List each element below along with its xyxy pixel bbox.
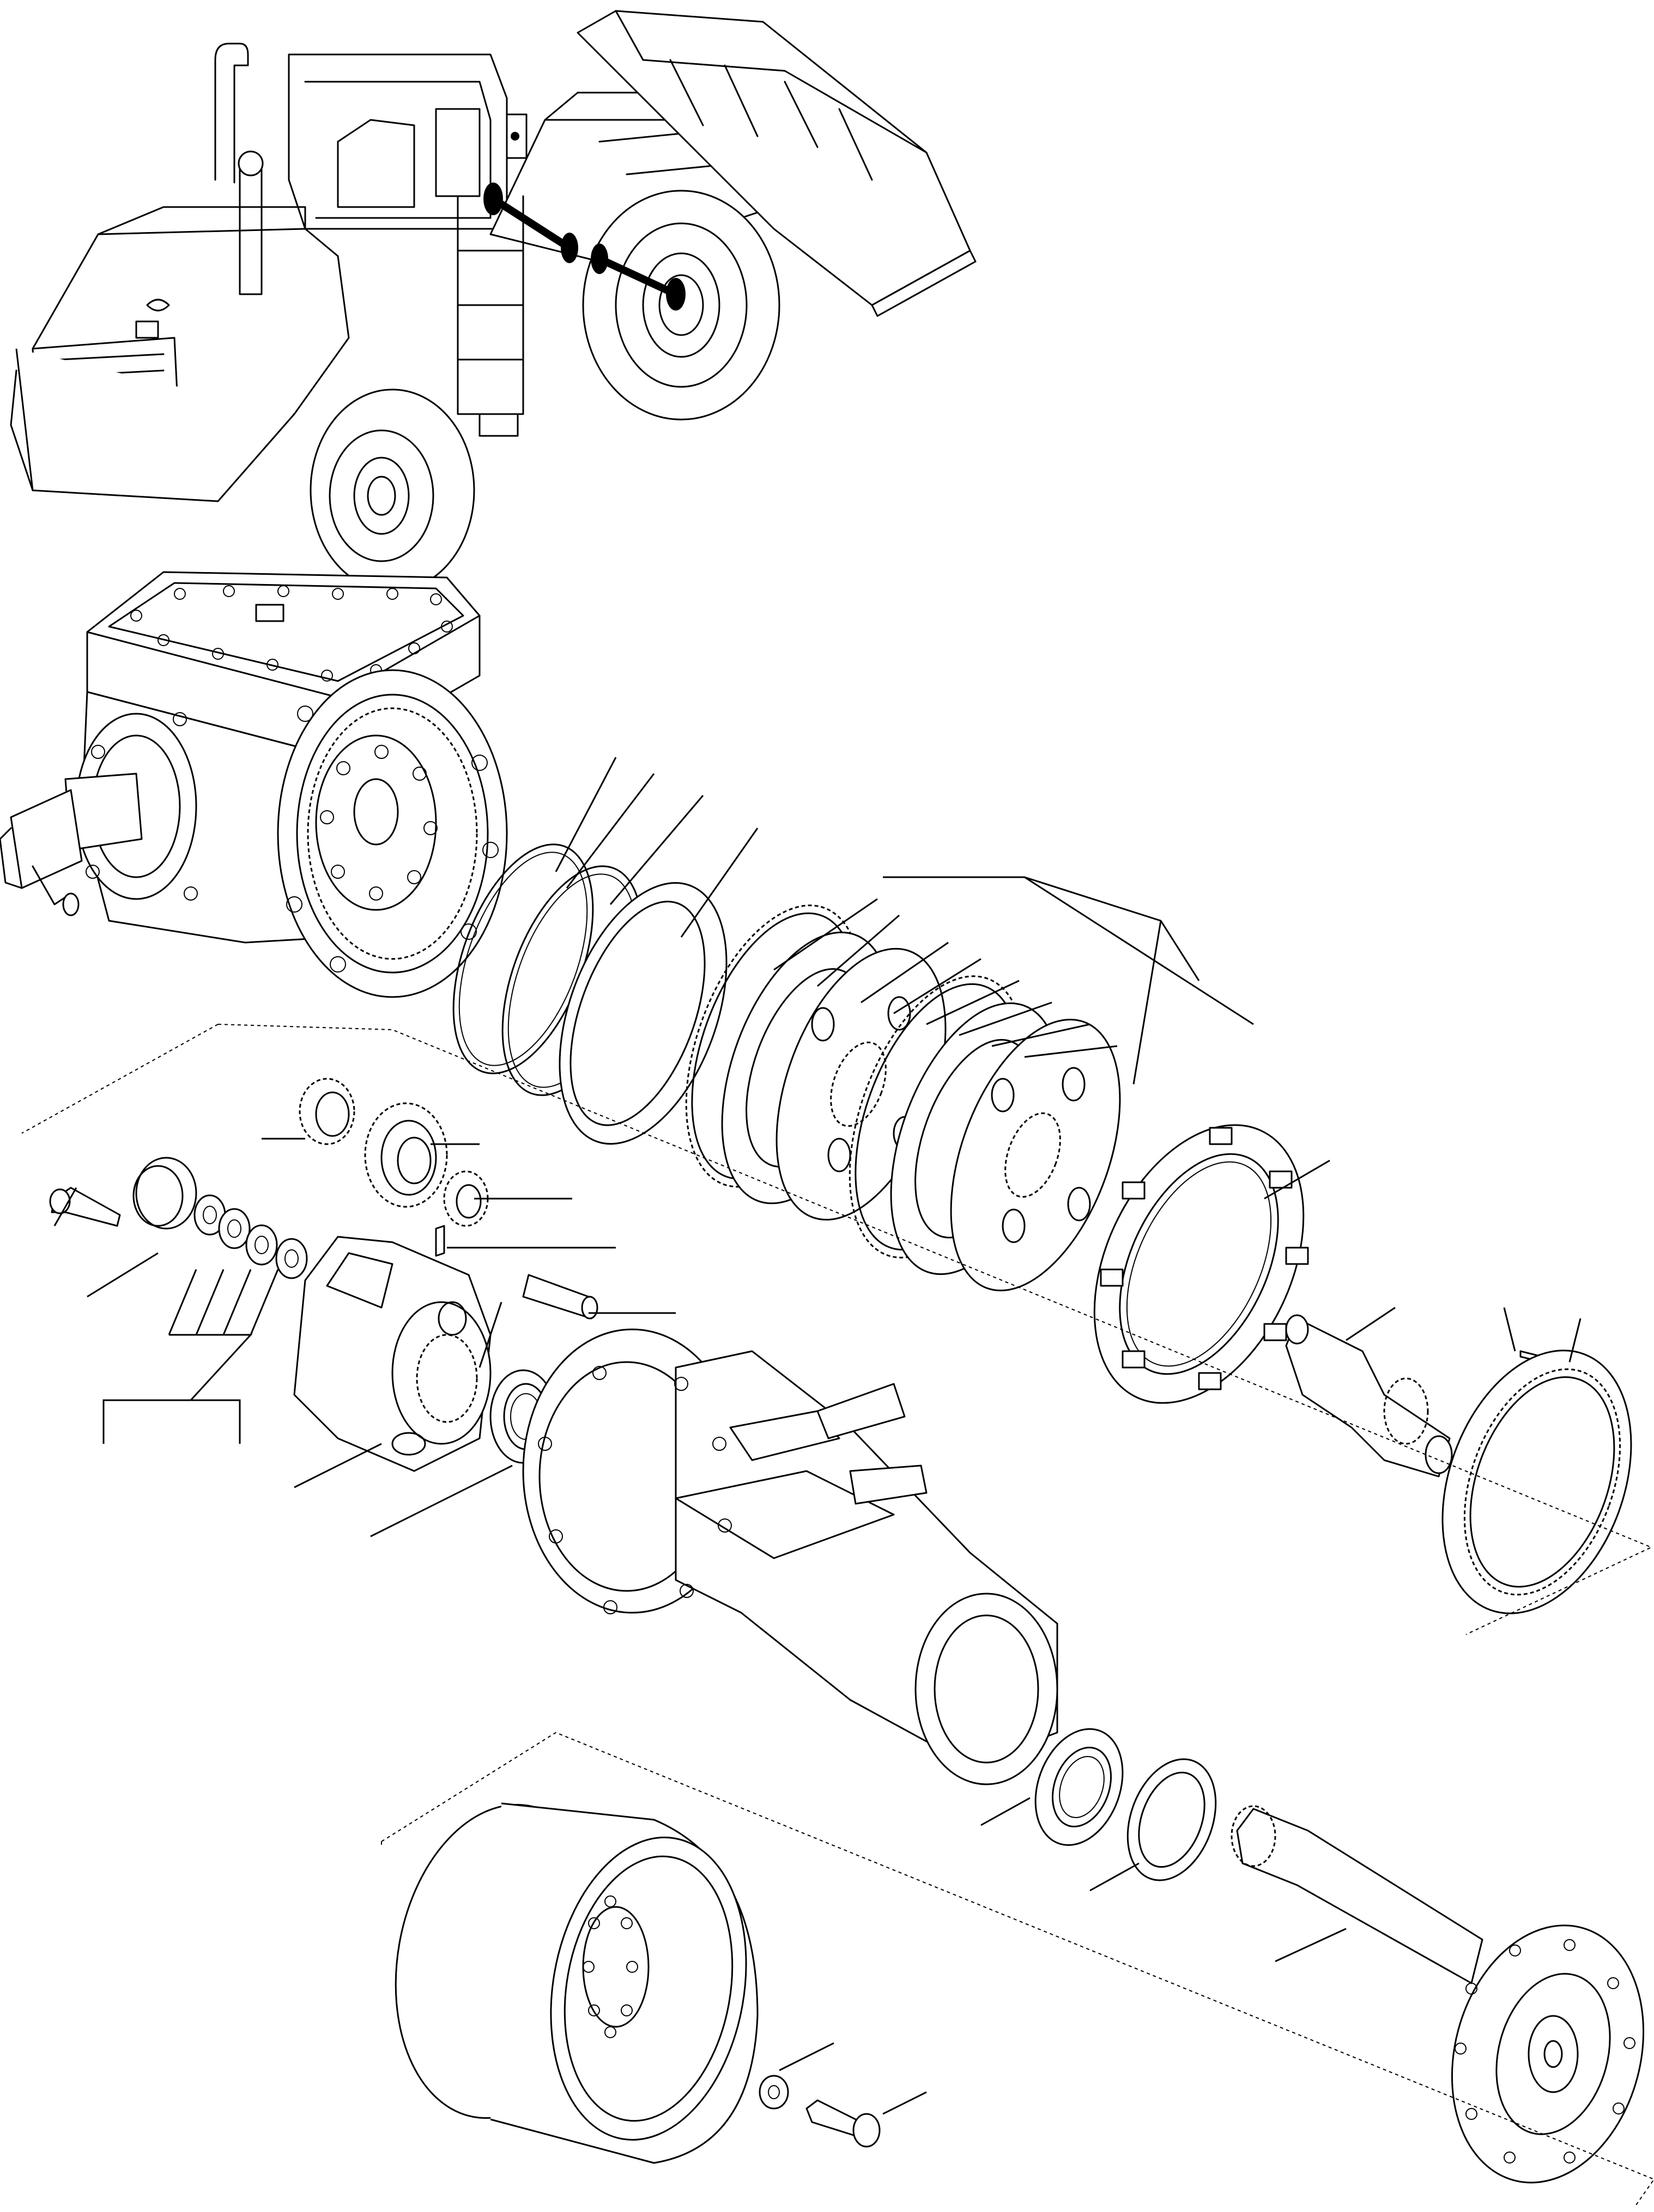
ring-gear-illustration <box>1285 1314 1632 1614</box>
center-housing-illustration <box>0 571 508 998</box>
brake-pack-illustration <box>452 843 1309 1404</box>
kit-grouping-outlines <box>21 1024 1654 2207</box>
callout-leader-lines <box>53 757 1582 2115</box>
hub-and-shaft-illustration <box>395 1728 1645 2184</box>
planetary-carrier-illustration <box>49 1078 598 1472</box>
wheel-loader-illustration <box>10 10 977 592</box>
axle-housing-illustration <box>522 1328 1058 1785</box>
